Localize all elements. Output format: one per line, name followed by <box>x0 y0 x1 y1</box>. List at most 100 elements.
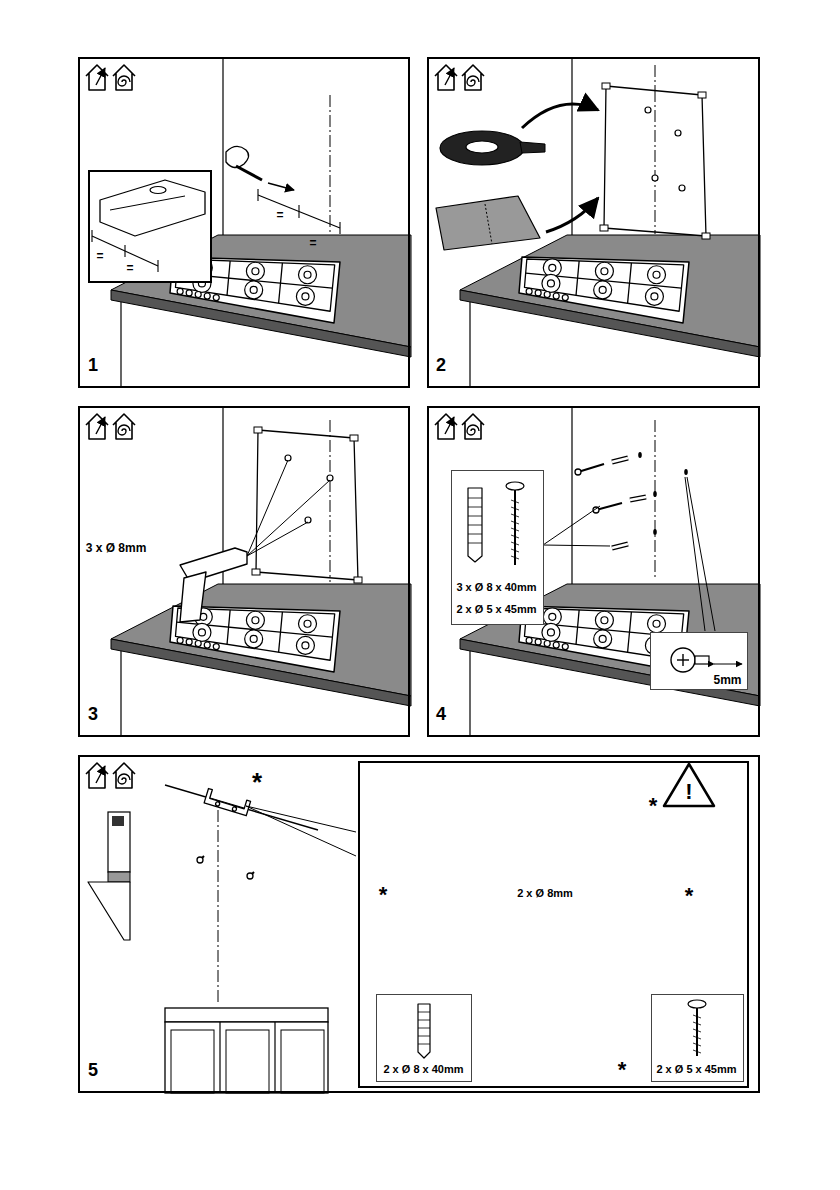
step-number: 1 <box>88 356 98 374</box>
burner-cap <box>250 286 257 293</box>
knob <box>526 637 532 643</box>
hob-grid <box>524 259 683 311</box>
fixings-box: 2 x Ø 5 x 45mm <box>651 994 744 1082</box>
fixings-box: 2 x Ø 8 x 40mm <box>376 994 472 1082</box>
burner-cap <box>547 280 554 287</box>
burner <box>193 623 211 641</box>
leader-line <box>246 806 356 856</box>
box-ground <box>376 994 472 1082</box>
recirculate-spiral <box>118 774 130 784</box>
tape-end <box>520 142 545 153</box>
screw-thread <box>511 556 519 559</box>
spec-label: 2 x Ø 5 x 45mm <box>456 604 536 615</box>
burner-cap <box>549 613 556 620</box>
cabinet-line <box>469 651 470 737</box>
burner <box>299 615 317 633</box>
dimension-line <box>714 664 742 665</box>
apply-arrow <box>522 104 598 128</box>
box-ground <box>88 170 212 283</box>
wall-plug <box>612 544 628 548</box>
burner-cap <box>547 629 554 636</box>
warning-triangle: ! <box>662 762 716 808</box>
template-hole <box>675 130 681 136</box>
knob <box>562 295 568 301</box>
cabinet-door <box>274 1022 275 1093</box>
wall-plug <box>612 544 628 548</box>
burner <box>595 262 613 280</box>
mark-arrow <box>268 183 294 190</box>
plug-rib <box>418 1044 430 1045</box>
hob <box>519 257 689 323</box>
door-panel <box>226 1030 269 1093</box>
hood-edge <box>110 196 185 210</box>
screw-thread <box>693 1015 701 1018</box>
dimension-tick <box>339 222 340 234</box>
burner <box>246 262 264 280</box>
burner <box>245 630 263 648</box>
tape-piece <box>600 225 608 231</box>
hood-inset: == <box>88 170 212 283</box>
step-number: 2 <box>436 356 446 374</box>
knob <box>177 288 183 294</box>
knob <box>186 290 192 296</box>
vent-out-icon <box>86 763 108 788</box>
screw-thread <box>511 542 519 545</box>
plug-rib <box>418 1028 430 1029</box>
recirculate-icon <box>462 414 484 439</box>
bracket-inset: ***2 x Ø 8mm*!2 x Ø 8 x 40mm2 x Ø 5 x 45… <box>358 761 749 1088</box>
step-panel: 1==== <box>78 57 410 388</box>
recirculate-icon <box>113 65 135 90</box>
drill-line <box>247 480 330 556</box>
equal-mark: = <box>276 209 283 221</box>
worktop <box>460 235 760 347</box>
recirculate-spiral <box>118 76 130 86</box>
burner-cap <box>304 271 311 278</box>
knob <box>195 291 201 297</box>
vent-arrow <box>445 68 454 85</box>
knob <box>553 293 559 299</box>
screw-thread <box>693 1029 701 1032</box>
plug-rib <box>418 1036 430 1037</box>
burner-cap <box>599 286 606 293</box>
hood-band <box>108 872 130 882</box>
knob <box>204 293 210 299</box>
hand <box>226 146 249 167</box>
vent-arrow <box>96 68 105 85</box>
knob <box>535 639 541 645</box>
leader-line <box>687 477 715 631</box>
leader-line <box>543 545 610 546</box>
recirculate-icon <box>462 65 484 90</box>
fixings-box: 3 x Ø 8 x 40mm2 x Ø 5 x 45mm <box>451 470 544 625</box>
burner-cap <box>250 635 257 642</box>
plug-rib <box>468 543 482 544</box>
knob <box>177 637 183 643</box>
cabinet-top <box>165 1008 328 1022</box>
worktop <box>111 584 411 696</box>
burner <box>594 281 612 299</box>
burner <box>296 287 314 305</box>
chimney-grille <box>112 816 124 826</box>
burner-cap <box>549 264 556 271</box>
dimension-line <box>92 236 158 266</box>
drill-hole <box>653 529 657 535</box>
plug-rib <box>468 498 482 499</box>
cabinet-line <box>120 651 121 737</box>
burner-cap <box>198 629 205 636</box>
equal-mark: = <box>96 250 103 262</box>
box-ground <box>358 761 749 1088</box>
recirculate-spiral <box>467 425 479 435</box>
burner-cap <box>601 617 608 624</box>
dimension-tick <box>157 260 158 272</box>
box-ground-layer <box>88 170 749 1088</box>
fold-line <box>485 204 492 244</box>
recirculate-icon <box>113 414 135 439</box>
wall-plug <box>630 497 646 500</box>
knob <box>535 290 541 296</box>
warning-mark: ! <box>685 781 692 803</box>
spec-label: 3 x Ø 8mm <box>86 542 147 554</box>
ceiling-line <box>165 785 318 830</box>
template <box>604 86 706 236</box>
spec-label: 5mm <box>713 674 741 686</box>
step-panel: 33 x Ø 8mm <box>78 406 410 737</box>
knob <box>213 295 219 301</box>
